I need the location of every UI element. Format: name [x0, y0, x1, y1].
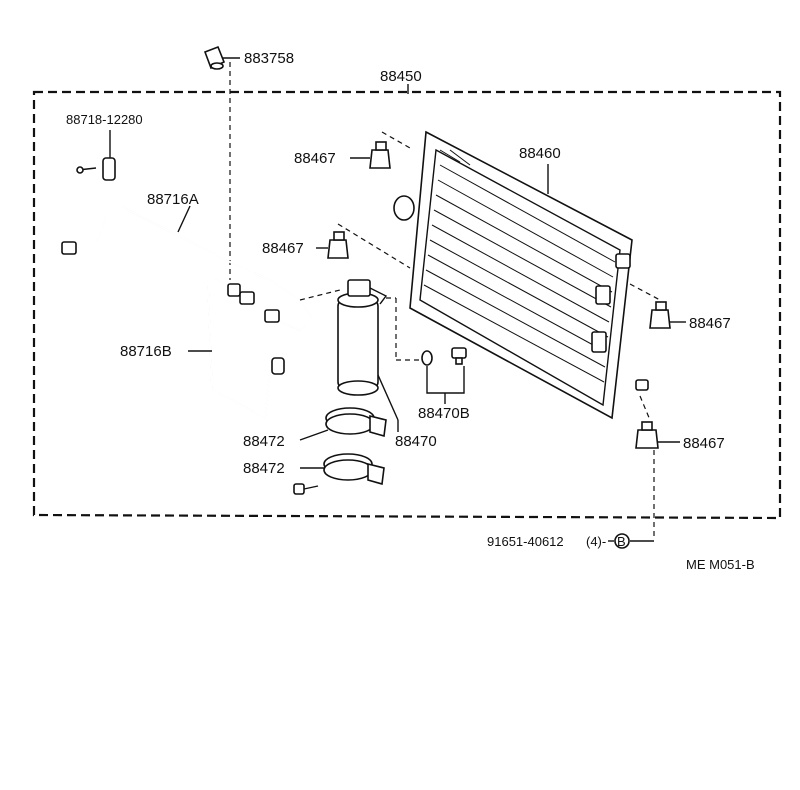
label-receiver: 88470 [395, 433, 437, 450]
clamp-lower-part [293, 453, 385, 495]
tube-b-part [188, 276, 285, 420]
bracket-top-left-part [350, 131, 411, 169]
bolt-top-part [76, 130, 116, 181]
label-assembly: 88450 [380, 68, 422, 85]
clamp-upper-part [299, 407, 387, 441]
ref-circle-icon [614, 533, 630, 549]
label-cap: 883758 [244, 50, 294, 67]
label-bolt-bottom-ref: B [617, 534, 626, 549]
label-bolt-bottom: 91651-40612 [487, 534, 564, 549]
label-clamp-lower: 88472 [243, 460, 285, 477]
bracket-mid-left-part [316, 223, 411, 269]
label-bracket-right-lower: 88467 [683, 435, 725, 452]
label-receiver-parts: 88470B [418, 405, 470, 422]
condenser-part [393, 130, 649, 420]
label-tube-b: 88716B [120, 343, 172, 360]
label-tube-a: 88716A [147, 191, 199, 208]
label-bolt-top: 88718-12280 [66, 112, 143, 127]
bracket-right-upper-part [629, 283, 686, 329]
label-bracket-top-left: 88467 [294, 150, 336, 167]
label-bracket-right-upper: 88467 [689, 315, 731, 332]
receiver-part [299, 279, 422, 432]
bracket-right-lower-part [608, 395, 680, 542]
label-diagram-code: ME M051-B [686, 557, 755, 572]
assembly-border [32, 90, 782, 520]
label-condenser: 88460 [519, 145, 561, 162]
label-bolt-bottom-qty: (4)- [586, 534, 606, 549]
label-clamp-upper: 88472 [243, 433, 285, 450]
tube-a-part [61, 204, 314, 332]
label-bracket-mid-left: 88467 [262, 240, 304, 257]
receiver-parts-part [421, 347, 467, 404]
cap-part [203, 45, 240, 280]
